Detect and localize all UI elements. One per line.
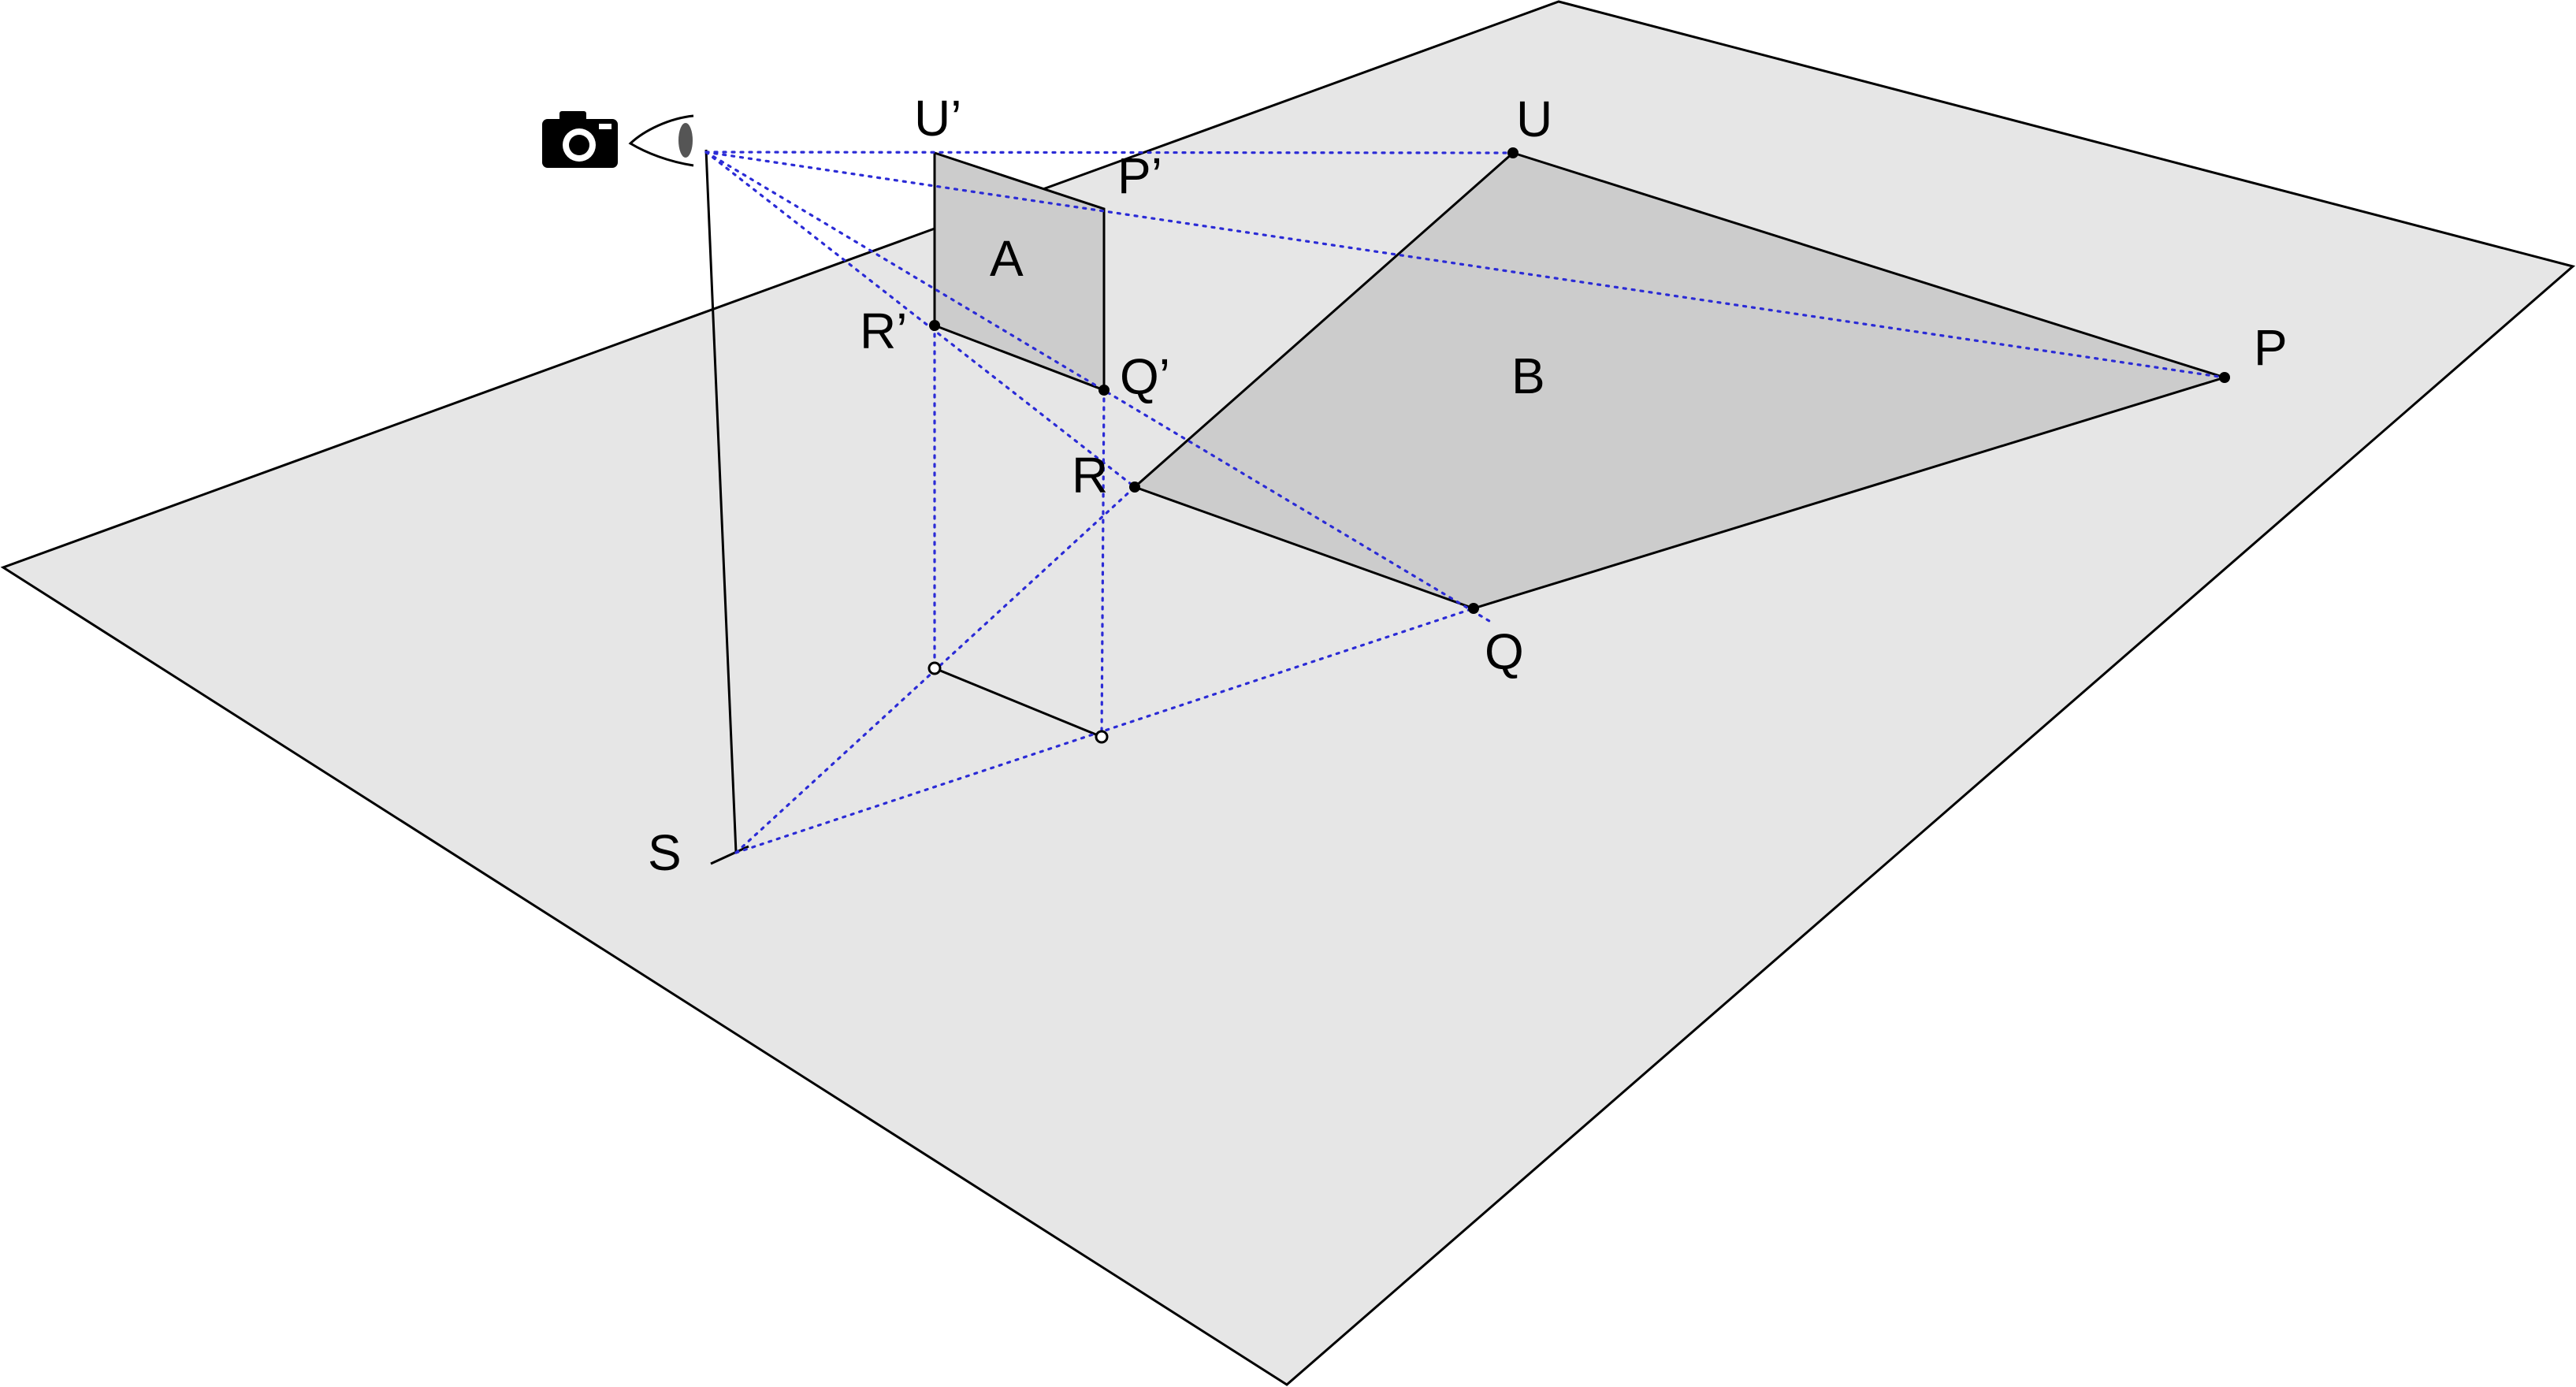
label-u: U	[1516, 91, 1552, 147]
picture-plane-base-line	[934, 667, 1102, 738]
label-r: R	[1072, 447, 1108, 504]
ray-eye-to-u	[704, 151, 1515, 154]
eye-icon	[628, 114, 694, 167]
drop-q-prime	[1100, 389, 1106, 738]
dot-r	[1129, 482, 1140, 493]
dot-u	[1507, 147, 1518, 158]
dot-q-prime	[1098, 385, 1110, 396]
foot-r-prime	[927, 661, 942, 675]
vertex-dots	[929, 147, 2230, 614]
ray-eye-to-r	[704, 151, 1136, 489]
label-region-b: B	[1511, 348, 1545, 404]
eye-to-station-line	[704, 149, 738, 853]
camera-icon	[542, 111, 618, 168]
label-q-prime: Q’	[1120, 348, 1170, 405]
dot-q	[1468, 603, 1479, 614]
label-p-prime: P’	[1117, 147, 1162, 204]
foot-q-prime	[1095, 730, 1109, 744]
label-s: S	[648, 824, 682, 881]
label-q: Q	[1485, 623, 1524, 680]
label-u-prime: U’	[914, 90, 961, 147]
dot-r-prime	[929, 320, 940, 331]
foot-points	[927, 661, 1109, 744]
dot-p	[2219, 372, 2230, 383]
label-r-prime: R’	[860, 303, 907, 359]
station-point-marker	[710, 845, 749, 865]
label-p: P	[2254, 319, 2288, 376]
label-region-a: A	[990, 230, 1024, 287]
ray-station-to-q	[734, 607, 1475, 854]
